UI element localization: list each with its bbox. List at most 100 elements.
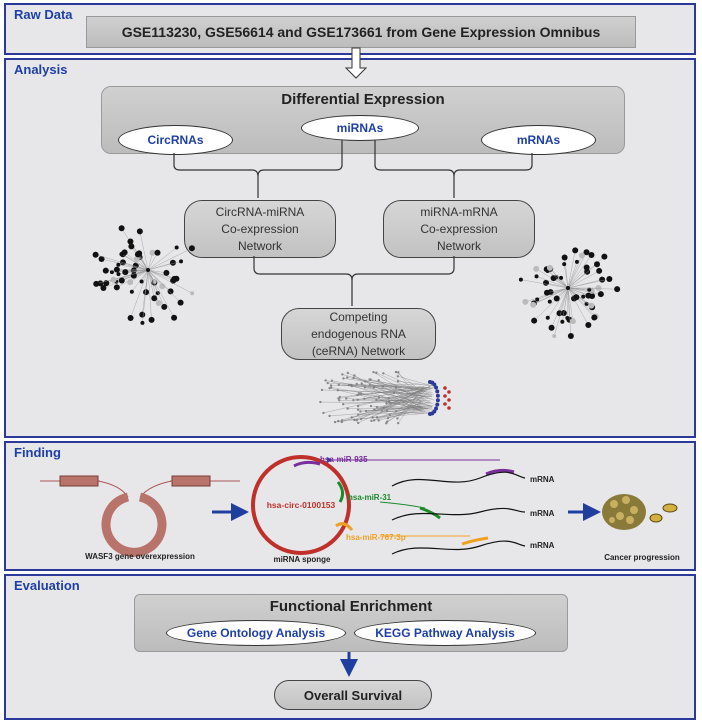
network-node [337,383,340,387]
network-node [601,253,608,260]
network-node [330,379,334,382]
network-node [324,379,327,382]
raw-data-title: Raw Data [14,7,73,22]
network-edge [364,387,433,407]
network-node [356,404,360,408]
network-edge [147,247,177,271]
network-node [336,419,340,423]
mirnas-label: miRNAs [336,121,384,135]
network-node [550,275,557,282]
network-node [346,407,349,410]
network-node [386,420,389,423]
network-node [355,419,358,422]
raw-to-analysis-arrow [344,47,368,79]
network-node [396,417,399,420]
network-node [434,406,439,411]
mirna-mrna-network-box: miRNA-mRNA Co-expression Network [383,200,535,258]
network-node [368,378,371,381]
network-edge [147,269,181,303]
network-edge [358,409,425,414]
network-node [385,402,388,405]
network-node [119,252,124,257]
network-node [356,408,360,411]
network-node [113,284,120,291]
network-node [599,276,606,283]
network-node [518,277,523,282]
kegg-analysis-label: KEGG Pathway Analysis [375,626,515,640]
network-edge [358,389,428,407]
network-node [328,414,331,418]
network-node [330,386,333,389]
network-node [171,314,178,321]
network-node [342,377,345,380]
network-node [447,398,451,402]
network-edge [147,269,175,280]
network-edge [383,373,428,393]
network-edge [549,287,569,302]
network-edge [147,248,193,271]
network-node [585,322,592,329]
network-node [118,225,125,232]
network-node [585,292,592,299]
network-node [388,413,391,417]
network-edge [373,387,432,395]
mir-31-binding: hsa-miR-31 [336,481,441,520]
network-node [113,266,120,273]
mrnas-oval: mRNAs [481,125,596,155]
network-node [133,255,140,262]
network-edge [567,264,598,289]
network-node [190,291,195,296]
network-edge [331,387,430,406]
network-node [167,288,174,295]
mrna-label-3: mRNA [530,541,555,550]
network-node [98,255,105,262]
network-node [533,265,540,272]
network-edge [353,388,424,401]
network-node [341,403,345,406]
network-node [548,324,555,331]
network-node [443,394,447,398]
network-edge [113,269,149,280]
network-node [396,375,399,378]
network-edge [139,231,149,271]
network-node [556,310,563,317]
network-edge [397,389,424,419]
network-node [350,384,354,388]
network-edge [378,408,421,421]
network-node [363,397,366,401]
network-node [127,238,134,245]
network-node [531,317,538,324]
network-node [435,393,440,398]
network-node [377,419,380,422]
network-hub [146,268,150,272]
network-edge [320,401,432,404]
mir-935-label: hsa-miR-935 [320,455,368,464]
network-edge [330,385,431,388]
mir-767-binding: hsa-miR-767-3p [335,522,489,546]
network-edge [567,287,584,297]
network-node [110,276,117,283]
network-node [130,272,137,279]
network-edge [387,406,433,419]
network-node [154,249,161,256]
network-node [545,315,550,320]
circrnas-oval: CircRNAs [118,125,233,155]
network-node [169,259,176,266]
network-edge [147,269,163,287]
network-node [122,269,129,276]
network-edge [536,276,569,289]
network-node [614,286,621,293]
network-node [132,262,139,269]
cerna-network-graph [319,370,451,425]
network-node [373,408,376,411]
network-edge [567,287,574,322]
network-edge [130,269,149,319]
kegg-analysis-oval: KEGG Pathway Analysis [354,620,536,646]
mrnas-label: mRNAs [516,133,561,147]
network-edge [141,269,149,282]
network-node [572,247,579,254]
network-edge [378,397,435,411]
network-node [375,405,379,409]
network-edge [397,376,433,387]
